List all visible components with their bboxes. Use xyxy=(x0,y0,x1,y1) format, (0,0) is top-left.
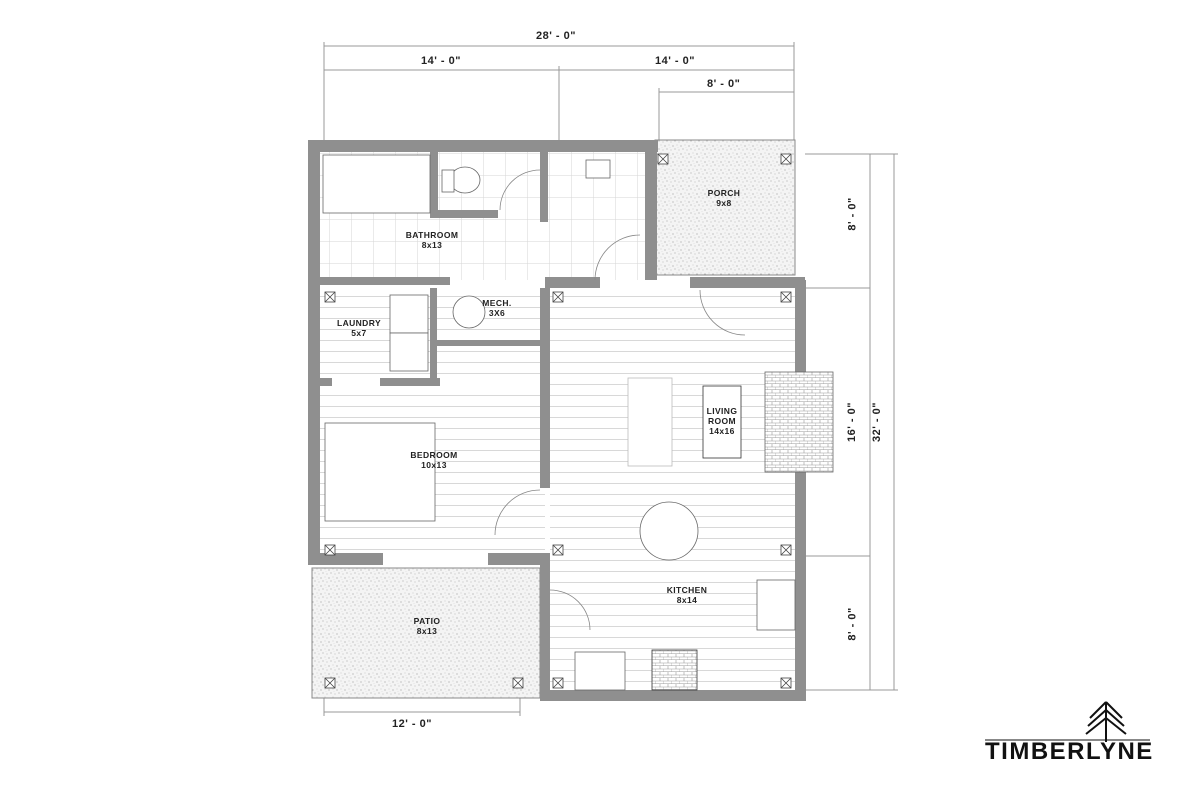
column-markers xyxy=(324,153,792,689)
dim-right-bottom: 8' - 0" xyxy=(846,607,859,641)
dining-table xyxy=(639,501,699,561)
sofa xyxy=(627,377,673,467)
dim-top-right: 14' - 0" xyxy=(655,55,695,67)
porch-pad xyxy=(654,139,796,276)
water-heater xyxy=(452,295,486,329)
coffee-table xyxy=(702,385,742,459)
fixtures xyxy=(322,154,834,691)
bathroom-sink xyxy=(585,159,611,179)
room-label-mech: MECH.3X6 xyxy=(482,298,512,318)
dim-right-middle: 16' - 0" xyxy=(845,402,858,442)
doors xyxy=(494,169,746,631)
kitchen-sink xyxy=(756,579,796,631)
dryer xyxy=(389,332,429,372)
range xyxy=(651,649,698,691)
bed xyxy=(324,422,436,522)
brand-logo-text: TIMBERLYNE xyxy=(985,738,1154,765)
dim-top-total: 28' - 0" xyxy=(536,30,576,42)
walls xyxy=(308,140,806,701)
pine-tree-icon xyxy=(985,701,1150,742)
fireplace xyxy=(764,371,834,473)
living-kitchen-floor xyxy=(550,288,795,693)
toilet xyxy=(449,166,481,194)
dim-right-top: 8' - 0" xyxy=(846,197,859,231)
dim-right-total: 32' - 0" xyxy=(870,402,883,442)
patio-pad xyxy=(311,567,541,699)
washer xyxy=(389,294,429,334)
dishwasher xyxy=(574,651,626,691)
dim-top-porch: 8' - 0" xyxy=(707,78,741,90)
dim-bottom-patio: 12' - 0" xyxy=(392,718,432,730)
dim-top-left: 14' - 0" xyxy=(421,55,461,67)
bathtub xyxy=(322,154,431,214)
